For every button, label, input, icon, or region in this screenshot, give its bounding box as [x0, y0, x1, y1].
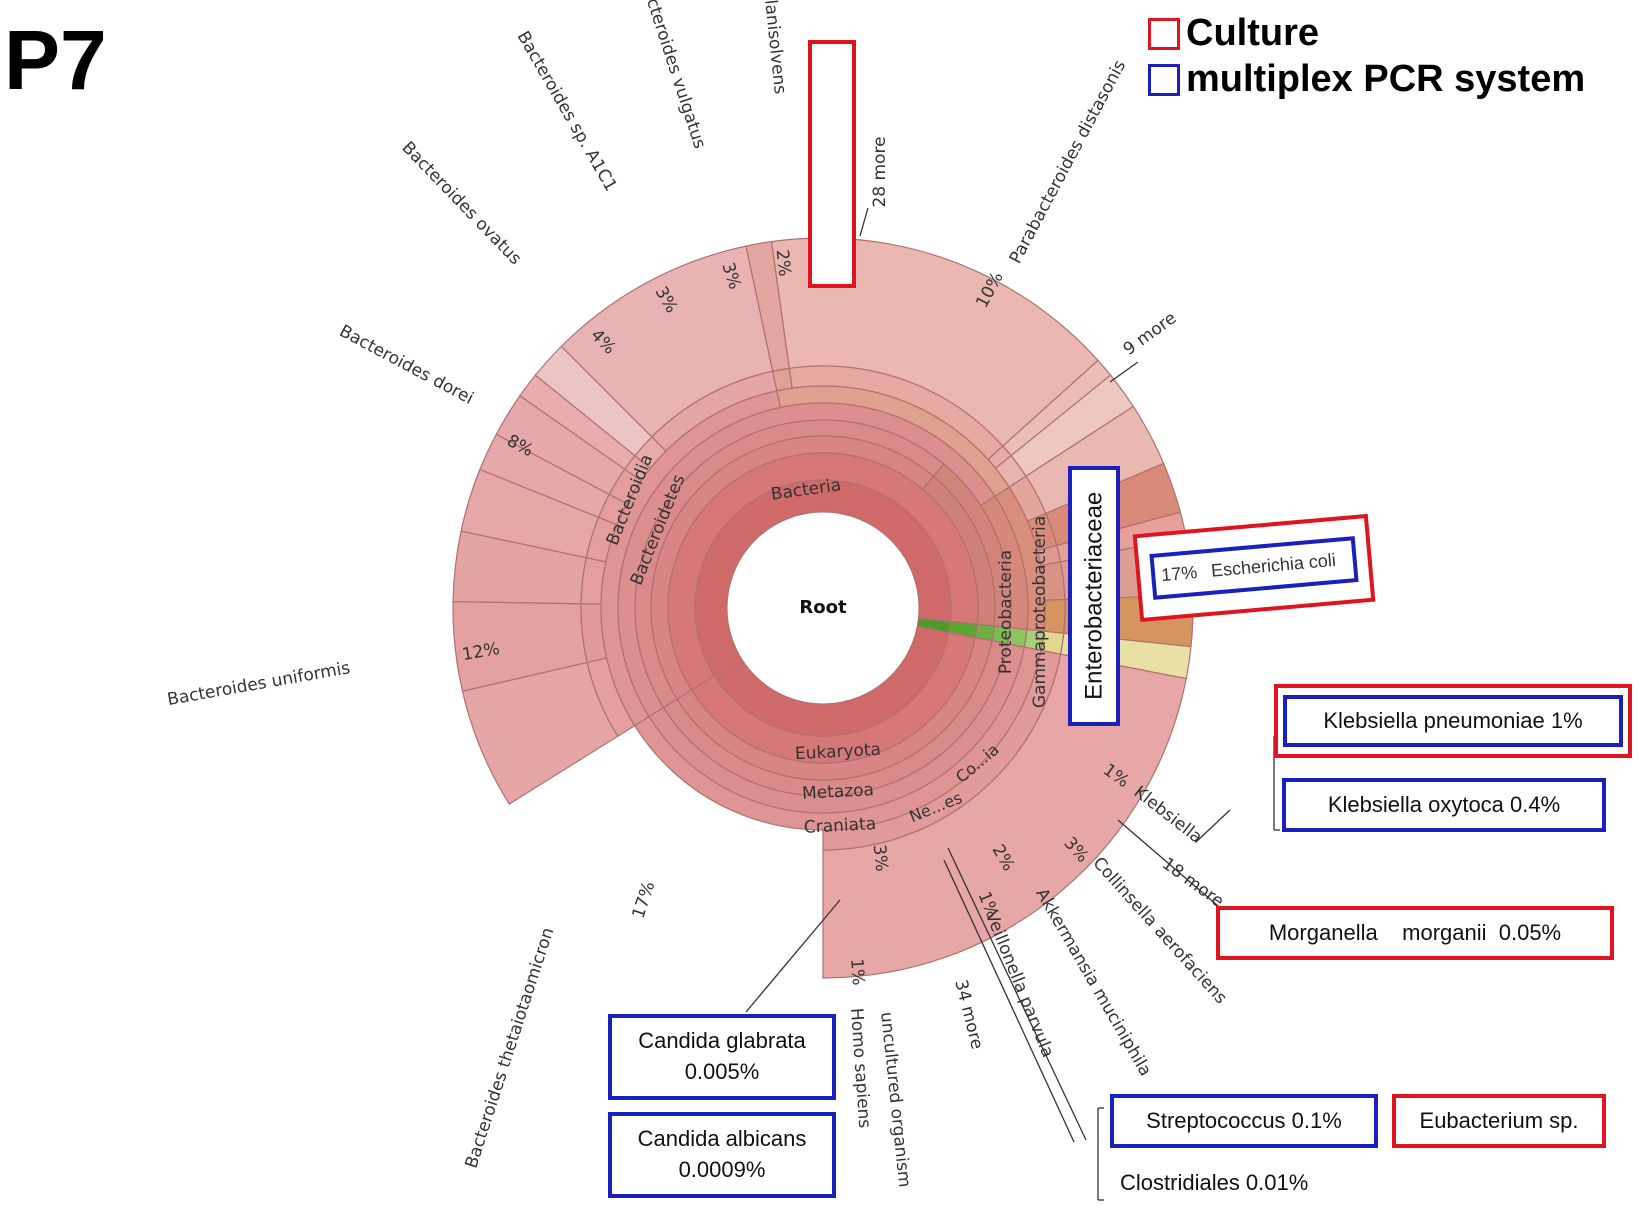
ecoli-pcr-box: 17% Escherichia coli	[1149, 536, 1359, 600]
candida-albicans-box: Candida albicans 0.0009%	[608, 1112, 836, 1198]
species-label-bacteroides-ovatus: Bacteroides ovatus	[398, 138, 526, 269]
label-eukaryota: Eukaryota	[795, 740, 882, 764]
enterobacteriaceae-box: Enterobacteriaceae	[1068, 466, 1120, 726]
streptococcus-label: Streptococcus 0.1%	[1146, 1107, 1342, 1133]
streptococcus-box: Streptococcus 0.1%	[1110, 1094, 1378, 1148]
leader-9-more	[1109, 361, 1139, 383]
candida-glabrata-percent: 0.005%	[684, 1059, 760, 1084]
candida-albicans-name: Candida albicans	[637, 1126, 807, 1152]
species-label-bacteroides-uniformis: Bacteroides uniformis	[166, 658, 352, 710]
leader-candida	[745, 899, 841, 1013]
legend-culture: Culture	[1148, 12, 1319, 55]
klebsiella-oxytoca-label: Klebsiella oxytoca 0.4%	[1327, 791, 1561, 817]
klebsiella-pneumoniae-culture-box: Klebsiella pneumoniae 1%	[1274, 684, 1632, 758]
sunburst-wedges	[452, 237, 1194, 979]
legend-culture-label: Culture	[1186, 12, 1319, 54]
panel-label: P7	[4, 13, 107, 107]
species-label-bacteroides-sp-a1c1: Bacteroides sp. A1C1	[513, 28, 621, 195]
species-label-homo-sapiens: Homo sapiens	[846, 1007, 874, 1129]
legend-pcr-label: multiplex PCR system	[1186, 58, 1586, 100]
species-label-klebsiella: Klebsiella	[1130, 782, 1206, 848]
species-label-34-more: 34 more	[950, 978, 987, 1052]
species-label-collinsella-aerofaciens: Collinsella aerofaciens	[1089, 853, 1231, 1008]
species-label-parabacteroides-distasonis: Parabacteroides distasonis	[1006, 57, 1130, 267]
clostridiales-label: Clostridiales 0.01%	[1120, 1170, 1309, 1195]
label-gammaproteobacteria: Gammaproteobacteria	[1030, 516, 1050, 708]
leader-18-more	[1117, 819, 1219, 907]
morganella-label: Morganella morganii 0.05%	[1268, 919, 1562, 945]
legend-culture-swatch	[1148, 17, 1180, 50]
eubacterium-label: Eubacterium sp.	[1419, 1107, 1579, 1133]
legend-pcr: multiplex PCR system	[1148, 58, 1585, 101]
species-label-28-more: 28 more	[870, 136, 890, 207]
percent-label-homo-sapiens: 1%	[846, 958, 868, 986]
label-root: Root	[799, 597, 847, 618]
legend-pcr-swatch	[1148, 63, 1180, 96]
fragilis-culture-box	[808, 40, 856, 288]
klebsiella-oxytoca-box: Klebsiella oxytoca 0.4%	[1282, 778, 1606, 832]
leader-clostridiales	[943, 859, 1075, 1143]
eubacterium-box: Eubacterium sp.	[1392, 1094, 1606, 1148]
candida-glabrata-name: Candida glabrata	[638, 1028, 806, 1054]
species-label-9-more: 9 more	[1120, 308, 1181, 360]
label-proteobacteria: Proteobacteria	[996, 550, 1016, 674]
percent-label-uncultured-organism: 3%	[869, 844, 892, 873]
species-label-bacteroides-vulgatus: Bacteroides vulgatus	[635, 0, 709, 151]
species-label-bacteroides-thetaiotaomicron: Bacteroides thetaiotaomicron	[462, 925, 559, 1171]
klebsiella-pneumoniae-pcr-box: Klebsiella pneumoniae 1%	[1283, 695, 1623, 747]
label-metazoa: Metazoa	[802, 780, 875, 804]
klebsiella-pneumoniae-label: Klebsiella pneumoniae 1%	[1323, 707, 1583, 733]
percent-label-bacteroides-xylanisolvens: 2%	[772, 249, 795, 278]
candida-glabrata-box: Candida glabrata 0.005%	[608, 1014, 836, 1100]
species-label-veillonella-parvula: Veillonella parvula	[981, 908, 1058, 1060]
ecoli-name: Escherichia coli	[1210, 550, 1337, 582]
species-label-bacteroides-xylanisolvens: Bacteroides xylanisolvens	[747, 0, 790, 95]
leader-streptococcus	[947, 847, 1087, 1141]
ecoli-percent: 17%	[1160, 562, 1199, 586]
species-label-uncultured-organism: uncultured organism	[876, 1011, 914, 1188]
leader-klebsiella	[1195, 809, 1231, 843]
enterobacteriaceae-label: Enterobacteriaceae	[1080, 491, 1108, 701]
leader-28-more	[859, 207, 869, 237]
candida-albicans-percent: 0.0009%	[678, 1157, 766, 1182]
label-craniata: Craniata	[803, 814, 876, 838]
percent-label-bacteroides-thetaiotaomicron: 17%	[629, 879, 660, 921]
species-label-bacteroides-dorei: Bacteroides dorei	[336, 321, 477, 409]
root-center	[726, 511, 920, 705]
morganella-box: Morganella morganii 0.05%	[1216, 906, 1614, 960]
species-label-18-more: 18 more	[1158, 854, 1227, 912]
